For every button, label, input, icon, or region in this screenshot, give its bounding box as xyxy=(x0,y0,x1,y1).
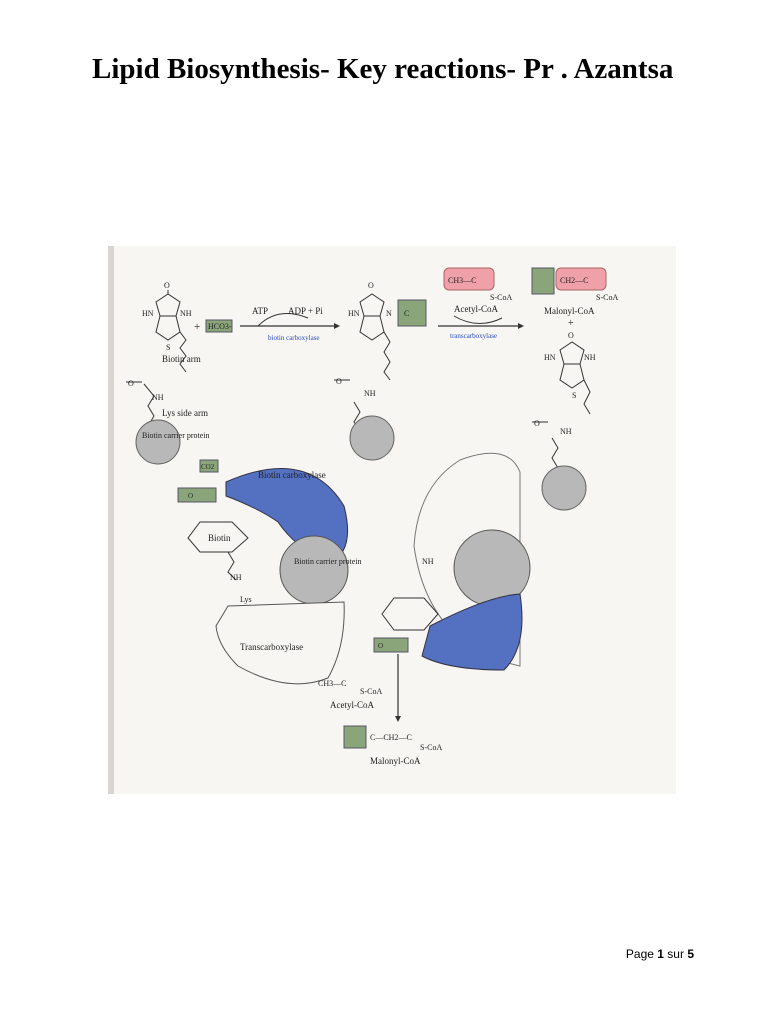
o-c-right: O xyxy=(534,419,540,428)
nh-amide-mid: NH xyxy=(364,389,376,398)
transcarboxylase-domain-label: Transcarboxylase xyxy=(240,642,303,652)
hco3-label: HCO3- xyxy=(208,322,232,331)
biotin-arm-label: Biotin arm xyxy=(162,354,201,364)
enzyme-complex-left: Biotin carboxylase CO2 O Biotin Biotin c… xyxy=(177,459,362,685)
biotin-carrier-protein-domain-label: Biotin carrier protein xyxy=(294,557,362,566)
acetyl-coa-top-label: Acetyl-CoA xyxy=(454,304,498,314)
reaction-diagram: O HN NH S Biotin arm O NH Lys side arm B… xyxy=(126,267,618,766)
biotin-domain-label: Biotin xyxy=(208,533,231,543)
biotin-carboxylase-domain-label: Biotin carboxylase xyxy=(258,470,326,480)
page-total: 5 xyxy=(687,947,694,961)
o-c-complex-right: O xyxy=(378,642,383,650)
s-label: S xyxy=(166,343,170,352)
nh-complex: NH xyxy=(230,573,242,582)
lys-side-arm-label: Lys side arm xyxy=(162,408,208,418)
nh-right: NH xyxy=(584,353,596,362)
malonyl-coa-top-label: Malonyl-CoA xyxy=(544,306,595,316)
malonyl-chain: C—CH2—C xyxy=(370,733,412,742)
plus-malonyl: + xyxy=(568,318,574,329)
o-c-mid: O xyxy=(336,377,342,386)
o-c-complex: O xyxy=(188,492,193,500)
ch2-c-top: CH2—C xyxy=(560,276,588,285)
carboxyl-c: C xyxy=(404,309,409,318)
atp-label: ATP xyxy=(252,306,268,316)
transcarboxylase-enzyme-label: transcarboxylase xyxy=(450,332,497,340)
s-right: S xyxy=(572,391,576,400)
biotin-molecule-right: O HN NH S O NH xyxy=(532,331,596,511)
biotin-carrier-protein-label: Biotin carrier protein xyxy=(142,431,210,440)
carbonyl-o-right: O xyxy=(568,331,574,340)
scan-edge xyxy=(108,246,114,794)
page-number: 1 xyxy=(657,947,664,961)
nh-complex-right: NH xyxy=(422,557,434,566)
malonyl-coa-top: CH2—C S-CoA Malonyl-CoA + xyxy=(531,267,618,329)
nh-label: NH xyxy=(180,309,192,318)
acetyl-coa-bottom: CH3—C S-CoA Acetyl-CoA xyxy=(318,679,382,710)
carboxybiotin-molecule: O HN N C O NH xyxy=(334,281,427,461)
malonyl-coa-bottom: C—CH2—C S-CoA Malonyl-CoA xyxy=(343,725,442,766)
s-coa-top: S-CoA xyxy=(490,293,512,302)
s-coa-malonyl: S-CoA xyxy=(596,293,618,302)
plus-sign: + xyxy=(194,321,200,333)
carbonyl-o: O xyxy=(164,281,170,290)
biotin-molecule-left: O HN NH S Biotin arm O NH Lys side arm B… xyxy=(126,281,210,465)
adp-pi-label: ADP + Pi xyxy=(288,306,323,316)
page-word: Page xyxy=(625,947,654,961)
acetyl-coa-bottom-label: Acetyl-CoA xyxy=(330,700,374,710)
s-coa-bottom: S-CoA xyxy=(360,687,382,696)
lys-label: Lys xyxy=(240,595,252,604)
malonyl-coa-bottom-label: Malonyl-CoA xyxy=(370,756,421,766)
hn-mid: HN xyxy=(348,309,360,318)
carbonyl-o-mid: O xyxy=(368,281,374,290)
co2-label: CO2 xyxy=(201,463,215,471)
ch3-c-top: CH3—C xyxy=(448,276,476,285)
page-footer: Page 1 sur 5 xyxy=(626,947,694,961)
hn-right: HN xyxy=(544,353,556,362)
s-coa-malonyl-bottom: S-CoA xyxy=(420,743,442,752)
ch3-c-bottom: CH3—C xyxy=(318,679,346,688)
lipid-biosynthesis-figure: O HN NH S Biotin arm O NH Lys side arm B… xyxy=(108,246,676,794)
acetyl-coa-top: CH3—C S-CoA Acetyl-CoA xyxy=(443,267,512,314)
biotin-carboxylase-enzyme-label: biotin carboxylase xyxy=(268,334,320,342)
nh-amide-right: NH xyxy=(560,427,572,436)
enzyme-complex-right: NH O xyxy=(373,452,531,671)
o-c-label: O xyxy=(128,379,134,388)
page-sur: sur xyxy=(667,947,684,961)
hn-label: HN xyxy=(142,309,154,318)
n-mid: N xyxy=(386,309,392,318)
nh-amide: NH xyxy=(152,393,164,402)
document-title: Lipid Biosynthesis- Key reactions- Pr . … xyxy=(92,53,674,85)
